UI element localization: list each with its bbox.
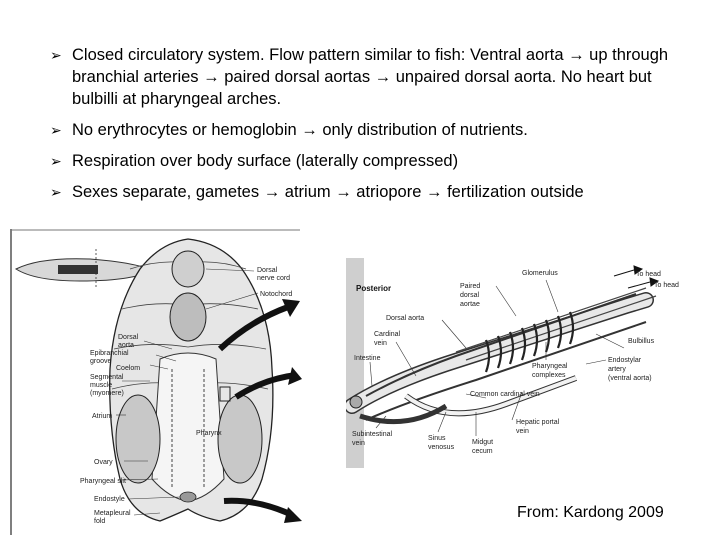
bullet-sexes: ➢ Sexes separate, gametes → atrium → atri… [48, 181, 698, 203]
label-cardinal-vein: Cardinal [374, 331, 401, 338]
label-segmental-muscle: Segmental [90, 374, 124, 381]
label-pharyngeal-complexes: Pharyngeal [532, 363, 568, 370]
bullet-arrow-icon: ➢ [50, 153, 62, 169]
label-dorsal-aorta-2: aorta [118, 342, 134, 349]
label-metapleural-fold-2: fold [94, 518, 105, 525]
label-metapleural-fold: Metapleural [94, 510, 131, 517]
label-ovary: Ovary [94, 459, 113, 466]
figure-background [346, 256, 696, 470]
label-paired-dorsal-aortae-2: dorsal [460, 292, 480, 299]
label-coelom: Coelom [116, 365, 140, 372]
leader-lines [369, 279, 625, 436]
pointer-arrows [613, 265, 660, 289]
label-common-cardinal-vein: Common cardinal vein [470, 391, 540, 398]
figure-credit: From: Kardong 2009 [517, 504, 664, 521]
label-midgut-cecum-2: cecum [472, 448, 493, 455]
pointer-arrowhead-icon [284, 507, 302, 523]
bullet-erythrocytes: ➢ No erythrocytes or hemoglobin → only di… [48, 119, 698, 141]
label-posterior: Posterior [356, 284, 391, 293]
label-paired-dorsal-aortae: Paired [460, 283, 480, 290]
label-epibranchial-groove: Epibranchial [90, 350, 129, 357]
label-to-head-2: To head [654, 282, 679, 289]
bullet-text: Sexes separate, gametes → atrium → atrio… [72, 183, 584, 201]
label-bulbillus: Bulbillus [628, 338, 655, 345]
bullet-arrow-icon: ➢ [50, 122, 62, 138]
bullet-respiration: ➢ Respiration over body surface (laterall… [48, 150, 698, 172]
pointer-arrow-endostyle [223, 497, 294, 518]
label-cardinal-vein-2: vein [374, 340, 387, 347]
label-hepatic-portal-vein-2: vein [516, 428, 529, 435]
label-segmental-muscle-2: muscle [90, 382, 112, 389]
label-endostyle: Endostyle [94, 496, 125, 503]
pharyngeal-arches [484, 311, 575, 373]
figure-side-band [346, 258, 364, 468]
label-pharyngeal-complexes-2: complexes [532, 372, 566, 379]
bullet-text: Respiration over body surface (laterally… [72, 152, 459, 170]
label-dorsal-nerve-cord: Dorsal [257, 267, 278, 274]
label-glomerulus: Glomerulus [522, 270, 558, 277]
label-sinus-venosus-2: venosus [428, 444, 455, 451]
label-midgut-cecum: Midgut [472, 439, 493, 446]
label-to-head-1: To head [636, 271, 661, 278]
label-subintestinal-vein-2: vein [352, 440, 365, 447]
leader-lines [116, 268, 259, 516]
label-sinus-venosus: Sinus [428, 435, 446, 442]
vessel-drawing [346, 287, 657, 425]
label-notochord: Notochord [260, 291, 292, 298]
label-atrium: Atrium [92, 413, 112, 420]
label-intestine: Intestine [354, 355, 381, 362]
bullet-text: Closed circulatory system. Flow pattern … [72, 46, 669, 108]
label-hepatic-portal-vein: Hepatic portal [516, 419, 560, 426]
pointer-arrow-dorsal-aorta [217, 304, 290, 352]
bullet-arrow-icon: ➢ [50, 47, 62, 63]
figure-labels: Posterior Glomerulus To head To head Pai… [352, 270, 679, 455]
label-pharynx: Pharynx [196, 430, 222, 437]
bullet-text: No erythrocytes or hemoglobin → only dis… [72, 121, 528, 139]
amphioxus-cross-section-figure: Dorsal nerve cord Notochord Dorsal aorta… [10, 229, 302, 535]
pointer-arrowhead-icon [282, 299, 300, 317]
label-dorsal-nerve-cord-2: nerve cord [257, 275, 290, 282]
label-segmental-muscle-3: (myomere) [90, 390, 124, 397]
label-epibranchial-groove-2: groove [90, 358, 112, 365]
figure-labels: Dorsal nerve cord Notochord Dorsal aorta… [80, 267, 292, 525]
label-pharyngeal-slit: Pharyngeal slit [80, 478, 126, 485]
label-endostylar-artery: Endostylar [608, 357, 642, 364]
bullet-circulatory: ➢ Closed circulatory system. Flow pattern… [48, 44, 698, 110]
label-endostylar-artery-2: artery [608, 366, 626, 373]
label-paired-dorsal-aortae-3: aortae [460, 301, 480, 308]
label-subintestinal-vein: Subintestinal [352, 431, 393, 438]
label-dorsal-aorta: Dorsal aorta [386, 315, 424, 322]
label-endostylar-artery-3: (ventral aorta) [608, 375, 652, 382]
bullet-arrow-icon: ➢ [50, 184, 62, 200]
circulatory-system-figure: Posterior Glomerulus To head To head Pai… [346, 256, 696, 470]
pointer-arrowhead-icon [288, 367, 302, 385]
label-dorsal-aorta: Dorsal [118, 334, 139, 341]
bullet-list: ➢ Closed circulatory system. Flow pattern… [48, 44, 698, 212]
body-section [109, 238, 274, 522]
